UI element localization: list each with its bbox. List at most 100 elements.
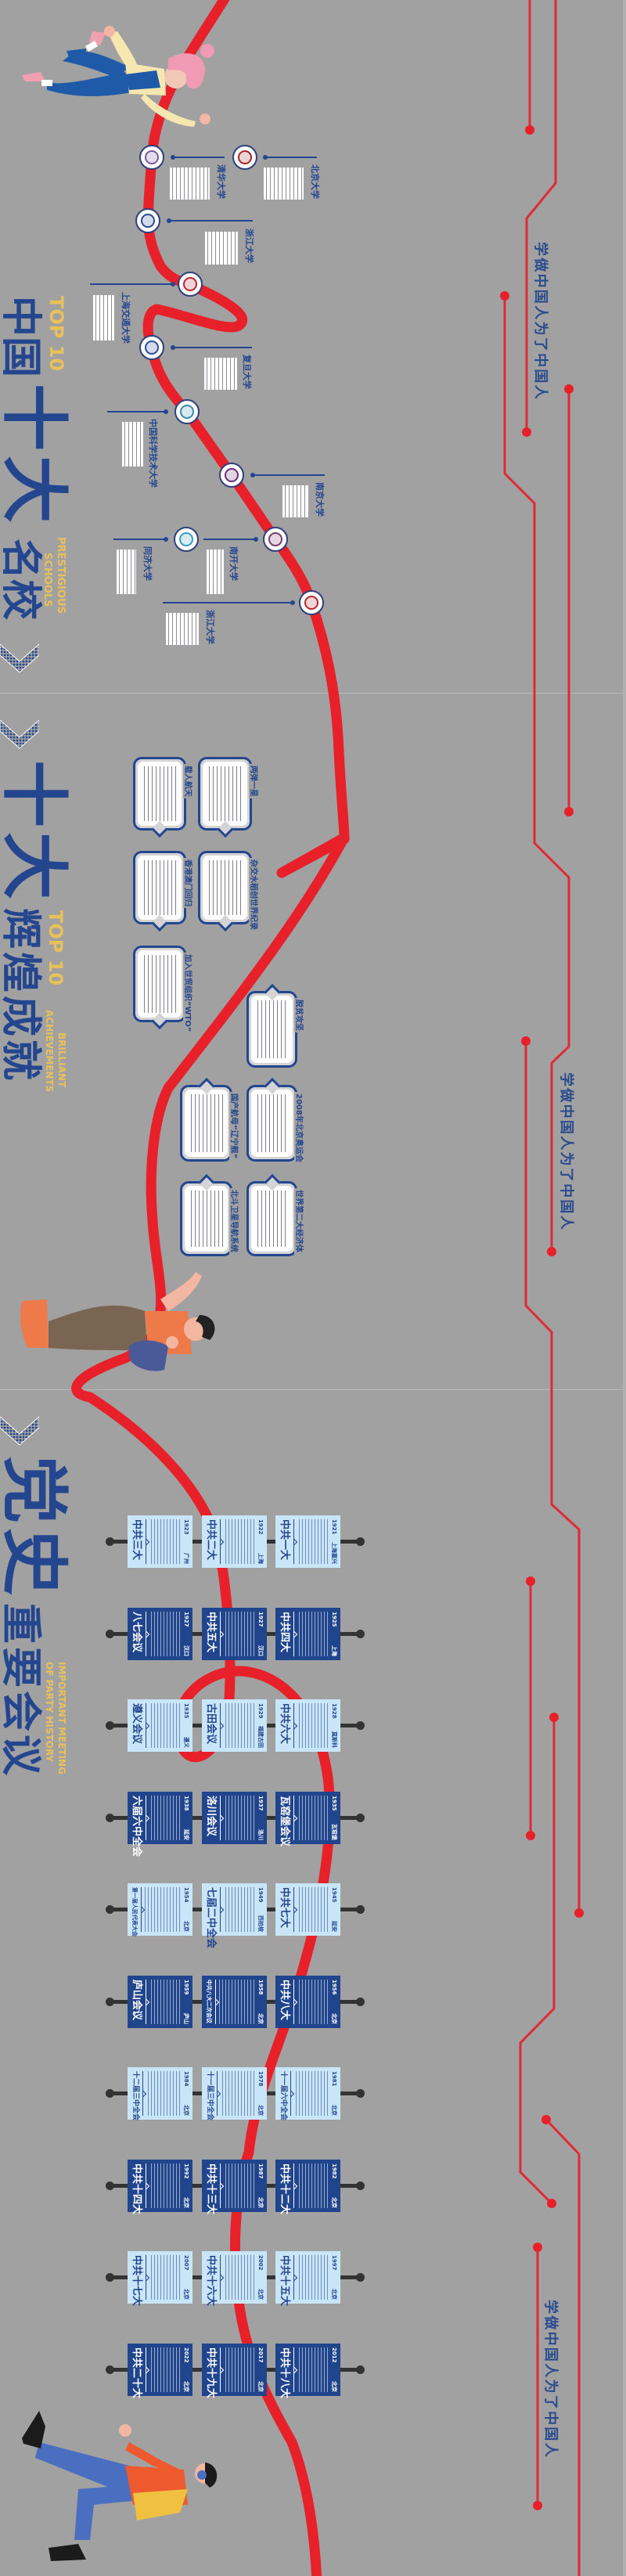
meeting-description — [297, 1795, 328, 1840]
meeting-divider — [142, 2255, 147, 2300]
achievement-bubble: 2008年北京奥运会 — [246, 1077, 303, 1164]
meeting-place: 延安 — [331, 1921, 337, 1932]
meeting-year: 1921 — [331, 1519, 337, 1535]
girl-illustration — [22, 26, 214, 127]
connector-dot — [171, 282, 175, 286]
meeting-place: 福建古田 — [257, 1726, 264, 1748]
emblem-icon — [179, 532, 193, 546]
meeting-year: 2017 — [257, 2347, 264, 2362]
achievement-bubble: 香港澳门回归 — [133, 851, 192, 932]
connector-line — [203, 539, 257, 540]
achievements-title-big: 十大 — [0, 760, 73, 904]
meeting-description — [149, 1611, 180, 1656]
school-name: 清华大学 — [216, 164, 226, 199]
deco-dot — [564, 807, 574, 816]
deco-dot — [526, 1576, 535, 1586]
meeting-description — [297, 2163, 328, 2208]
school-seal-icon — [232, 145, 257, 170]
meeting-divider — [216, 2255, 221, 2300]
meeting-title: 十二届三中全会 — [131, 2071, 139, 2121]
meeting-title: 十一届三中全会 — [205, 2071, 214, 2121]
meeting-place: 北京 — [331, 2105, 337, 2116]
schools-en-line1: PRESTIGIOUS — [55, 537, 67, 614]
meeting-title: 中共七大 — [279, 1887, 291, 1929]
meeting-year: 2002 — [257, 2255, 264, 2271]
meeting-description — [297, 1519, 328, 1564]
achievement-description — [142, 766, 177, 821]
school-name: 浙江大学 — [244, 229, 254, 263]
meeting-description — [223, 1887, 254, 1932]
meeting-title: 中共十六大 — [205, 2255, 218, 2307]
timeline-knob — [106, 1537, 114, 1546]
connector-line — [172, 157, 225, 158]
slogan-text: 学做中国人为了中国人 — [542, 2300, 559, 2459]
meeting-divider — [142, 1611, 147, 1656]
meeting-year: 1956 — [331, 1979, 337, 1994]
school-seal-icon — [219, 463, 244, 488]
slogan-text: 学做中国人为了中国人 — [558, 1072, 574, 1231]
meeting-description — [223, 1703, 254, 1748]
meeting-description — [297, 1887, 328, 1932]
meeting-year: 1927 — [183, 1611, 189, 1627]
panel-divider — [0, 693, 626, 694]
meeting-divider — [142, 1979, 147, 2024]
meeting-description — [218, 1979, 254, 2024]
timeline-knob — [106, 2365, 114, 2374]
meeting-year: 1984 — [183, 2071, 189, 2087]
connector-line — [252, 474, 325, 476]
student-illustration — [22, 2411, 218, 2561]
timeline-knob — [356, 1905, 365, 1914]
connector-line — [90, 283, 174, 285]
meeting-title: 中共二十大 — [131, 2347, 143, 2398]
meeting-title: 第一届人民代表大会 — [131, 1887, 138, 1937]
man-illustration — [20, 1272, 215, 1371]
achievement-bubble: 世界第二大经济体 — [246, 1173, 303, 1256]
meeting-title: 中共十三大 — [205, 2163, 218, 2214]
meeting-year: 1937 — [257, 1795, 264, 1810]
deco-dot — [541, 2115, 551, 2124]
meetings-en-line1: IMPORTANT MEETING — [56, 1662, 67, 1774]
meeting-year: 1927 — [257, 1611, 264, 1627]
meeting-divider — [216, 1703, 221, 1748]
emblem-icon — [145, 340, 159, 355]
connector-line — [113, 539, 167, 540]
school-name: 南京大学 — [315, 482, 325, 517]
meeting-description — [223, 1519, 254, 1564]
meeting-place: 上海 — [331, 1645, 337, 1656]
meeting-divider — [290, 1519, 295, 1564]
meeting-year: 1925 — [331, 1611, 337, 1627]
schools-title-small-2: 名校 — [0, 539, 44, 621]
meeting-year: 1958 — [257, 1979, 264, 1994]
schools-title-big: 十大 — [0, 384, 73, 528]
meeting-title: 中共八大 — [279, 1979, 291, 2020]
meeting-title: 中共五大 — [205, 1611, 218, 1652]
meeting-title: 中共十四大 — [131, 2163, 143, 2214]
deco-line — [503, 296, 570, 1252]
meeting-description — [223, 2347, 254, 2392]
timeline-knob — [106, 1905, 114, 1914]
deco-dot — [549, 1713, 559, 1722]
meeting-place: 西柏坡 — [257, 1915, 264, 1932]
deco-dot — [547, 1247, 556, 1256]
meeting-divider — [142, 2163, 147, 2208]
school-name: 南开大学 — [228, 546, 239, 581]
deco-line — [524, 1041, 581, 1913]
meeting-year: 1935 — [331, 1795, 337, 1810]
timeline-knob — [106, 1629, 114, 1638]
chevron-down-icon — [0, 1416, 39, 1446]
timeline-knob — [356, 1997, 365, 2006]
meeting-place: 北京 — [183, 2196, 189, 2208]
school-name: 北京大学 — [310, 164, 320, 199]
